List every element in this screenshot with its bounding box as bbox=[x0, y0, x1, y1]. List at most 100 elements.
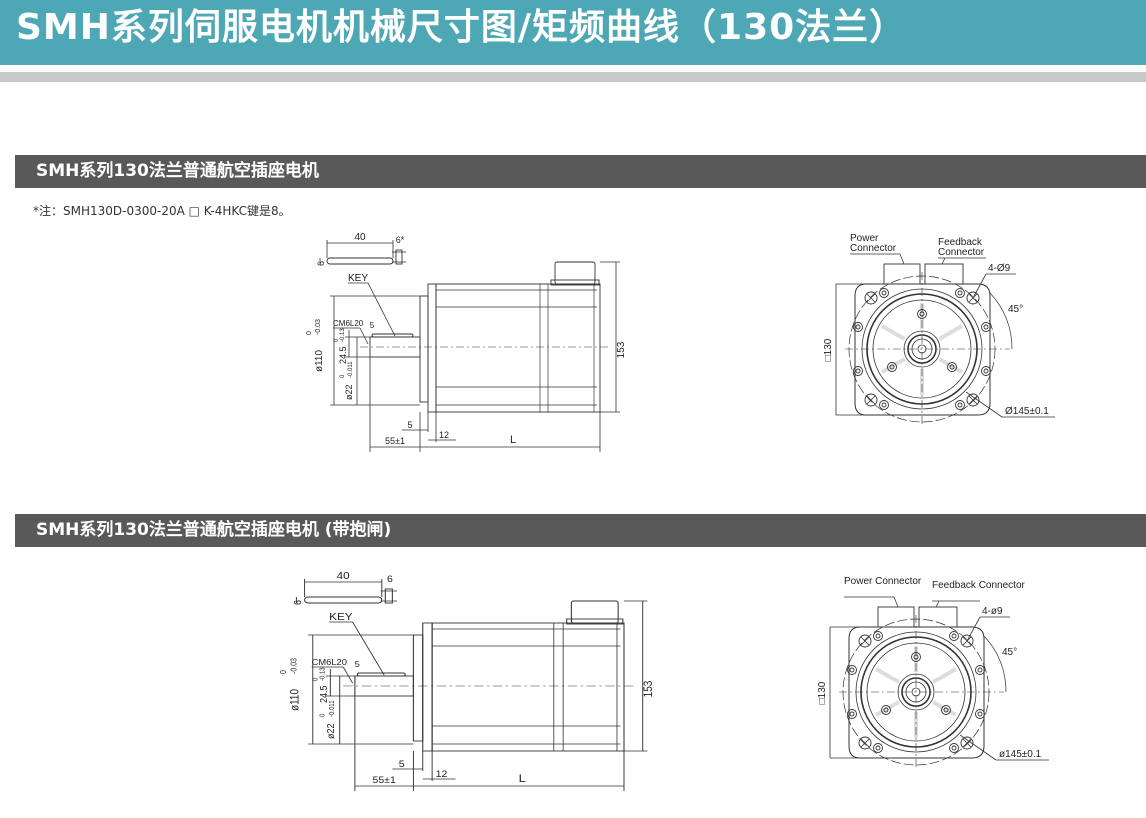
screw-head bbox=[881, 290, 887, 296]
screw bbox=[847, 709, 857, 719]
key-width-label: 6 bbox=[387, 575, 393, 585]
connector-housing bbox=[554, 261, 596, 285]
screw bbox=[955, 400, 965, 410]
mounting-hole bbox=[864, 291, 878, 305]
header-divider bbox=[0, 72, 1146, 82]
hole-cross bbox=[860, 636, 870, 646]
center-hole-leader bbox=[359, 327, 369, 345]
mounting-holes-label: 4-ø9 bbox=[982, 606, 1003, 617]
motor-body bbox=[435, 283, 601, 413]
holes-leader bbox=[966, 616, 981, 642]
flange-diameter-label: ø110 bbox=[314, 350, 325, 372]
center-hole-depth-label: 5 bbox=[355, 660, 360, 669]
side-view-drawing: 4066KEY153ø1100-0.0324.50-0.13ø220-0.011… bbox=[278, 571, 655, 791]
angle-45-label: 45° bbox=[1008, 304, 1023, 315]
feedback-connector-label: Connector bbox=[938, 247, 985, 258]
feedback-connector bbox=[918, 606, 958, 628]
key-length-label: 40 bbox=[354, 232, 366, 243]
tolerance-label: -0.03 bbox=[315, 319, 322, 335]
flange-plate bbox=[427, 283, 437, 413]
spoke bbox=[938, 324, 963, 341]
flange-square bbox=[848, 626, 985, 759]
bolt-circle-label: Ø145±0.1 bbox=[1005, 406, 1049, 417]
key-label: KEY bbox=[348, 273, 368, 284]
body-length-label: L bbox=[519, 772, 527, 785]
screw-head bbox=[943, 707, 949, 713]
screw-head bbox=[855, 368, 861, 374]
shaft-length-label: 55±1 bbox=[372, 776, 395, 786]
screw bbox=[879, 400, 889, 410]
angle-45-label: 45° bbox=[1002, 647, 1017, 658]
screw-head bbox=[957, 290, 963, 296]
side-view-drawing: 4066*KEY153ø1100-0.0324.50-0.13ø220-0.01… bbox=[306, 232, 627, 452]
holes-leader bbox=[972, 273, 987, 299]
screw-head bbox=[977, 667, 983, 673]
tolerance-label: 0 bbox=[306, 331, 313, 335]
hole-cross bbox=[962, 738, 972, 748]
tolerance-label: -0.13 bbox=[319, 667, 327, 681]
key-length-label: 40 bbox=[337, 571, 350, 582]
screw-head bbox=[875, 633, 881, 639]
center-hole-label: CM6L20 bbox=[333, 319, 364, 328]
screw-head bbox=[881, 402, 887, 408]
spoke bbox=[881, 324, 906, 341]
tolerance-label: 0 bbox=[334, 338, 340, 342]
boss-length-label: 12 bbox=[436, 770, 448, 780]
hole-cross bbox=[866, 293, 876, 303]
power-leader bbox=[893, 596, 899, 608]
square-130-label: □130 bbox=[817, 681, 828, 704]
motor-body bbox=[431, 622, 625, 752]
key-leader bbox=[352, 621, 385, 676]
screw-head bbox=[949, 364, 955, 370]
screw bbox=[853, 366, 863, 376]
screw bbox=[847, 665, 857, 675]
page-title: SMH系列伺服电机机械尺寸图/矩频曲线（130法兰） bbox=[16, 7, 907, 48]
connector-base bbox=[566, 618, 624, 625]
square-130-label: □130 bbox=[823, 338, 834, 361]
tolerance-label: -0.011 bbox=[328, 700, 336, 717]
mounting-hole bbox=[960, 634, 974, 648]
screw-head bbox=[849, 667, 855, 673]
tolerance-label: -0.011 bbox=[348, 361, 354, 378]
keyway-depth-label: 24.5 bbox=[318, 685, 330, 703]
page-header: SMH系列伺服电机机械尺寸图/矩频曲线（130法兰） bbox=[0, 0, 1146, 65]
shaft-diameter-label: ø22 bbox=[325, 724, 337, 739]
power-connector bbox=[877, 606, 915, 628]
angle-arc bbox=[983, 635, 1007, 693]
flange-square bbox=[854, 283, 991, 416]
screw bbox=[949, 631, 959, 641]
screw-head bbox=[951, 745, 957, 751]
spoke bbox=[932, 667, 957, 684]
boss-length-label: 12 bbox=[439, 430, 449, 440]
key-leader bbox=[367, 282, 396, 337]
section-title: SMH系列130法兰普通航空插座电机 (带抱闸) bbox=[36, 520, 392, 540]
screw bbox=[949, 743, 959, 753]
shaft-length-label: 55±1 bbox=[385, 436, 405, 446]
screw-head bbox=[855, 324, 861, 330]
screw bbox=[873, 743, 883, 753]
center-hole-label: CM6L20 bbox=[312, 658, 347, 667]
key-height-label: 6 bbox=[316, 261, 326, 266]
mounting-hole bbox=[966, 291, 980, 305]
screw bbox=[881, 705, 891, 715]
screw-head bbox=[983, 324, 989, 330]
body-length-label: L bbox=[510, 434, 516, 446]
screw bbox=[947, 362, 957, 372]
screw bbox=[955, 288, 965, 298]
screw bbox=[879, 288, 889, 298]
connector-base bbox=[550, 279, 600, 286]
dia-leader bbox=[959, 734, 997, 761]
screw-head bbox=[883, 707, 889, 713]
mounting-hole bbox=[858, 736, 872, 750]
key-height-label: 6 bbox=[292, 599, 304, 605]
section-title-bar-standard: SMH系列130法兰普通航空插座电机 bbox=[15, 155, 1146, 188]
key-top-view bbox=[304, 596, 383, 604]
power-connector bbox=[883, 263, 921, 285]
key-side-view bbox=[384, 588, 393, 604]
tolerance-label: 0 bbox=[312, 677, 320, 681]
tolerance-label: 0 bbox=[319, 713, 327, 717]
key-label: KEY bbox=[329, 612, 353, 623]
mounting-holes-label: 4-Ø9 bbox=[988, 263, 1011, 274]
hole-cross bbox=[968, 395, 978, 405]
